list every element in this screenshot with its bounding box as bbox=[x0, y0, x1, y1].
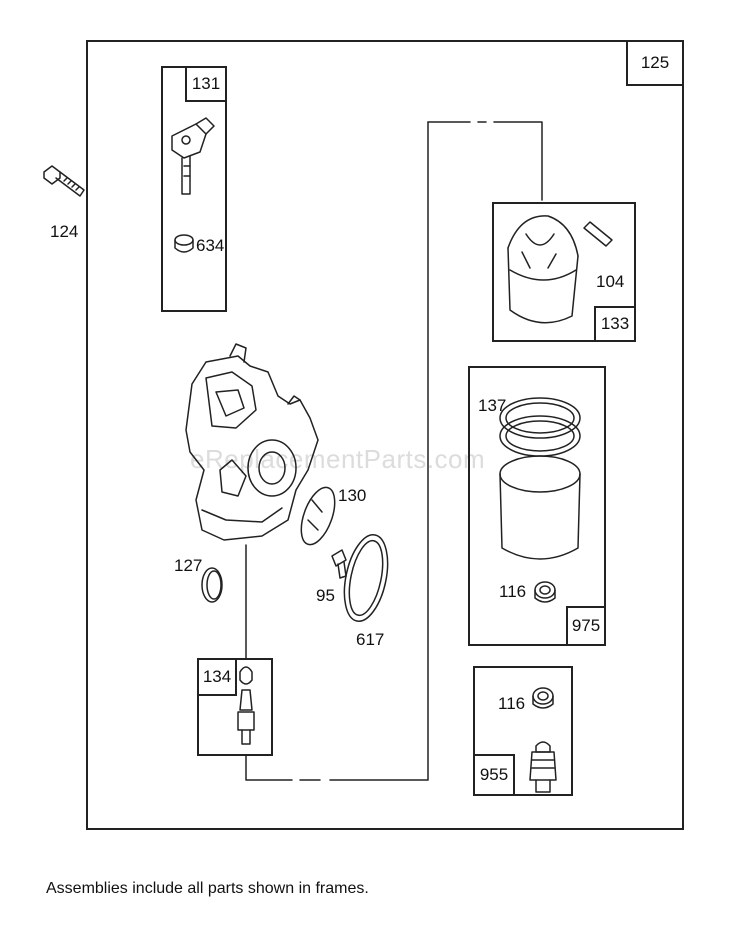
part-label-95: 95 bbox=[316, 586, 335, 605]
jet-955-drawing bbox=[529, 741, 557, 793]
frame-label-133: 133 bbox=[594, 306, 636, 342]
rings-137-drawing bbox=[499, 397, 581, 457]
part-label-104: 104 bbox=[596, 272, 625, 291]
plate-130-drawing bbox=[300, 486, 336, 546]
part-label-634: 634 bbox=[196, 236, 225, 255]
screw-95-drawing bbox=[331, 549, 347, 579]
washer-116-a-drawing bbox=[534, 581, 556, 603]
frame-label-975: 975 bbox=[566, 606, 606, 646]
gasket-617-drawing bbox=[343, 534, 389, 622]
footer-note: Assemblies include all parts shown in fr… bbox=[46, 880, 369, 897]
float-133-drawing bbox=[507, 215, 579, 324]
part-label-127: 127 bbox=[174, 556, 203, 575]
choke-shaft-131-drawing bbox=[171, 117, 215, 195]
frame-label-955: 955 bbox=[473, 754, 515, 796]
carburetor-body-drawing bbox=[185, 343, 319, 541]
frame-955 bbox=[473, 666, 573, 796]
part-label-124: 124 bbox=[50, 222, 79, 241]
seal-634-drawing bbox=[174, 234, 194, 253]
frame-label-134: 134 bbox=[197, 658, 237, 696]
outer-assembly-frame bbox=[86, 40, 684, 830]
frame-label-125: 125 bbox=[626, 40, 684, 86]
frame-label-131: 131 bbox=[185, 66, 227, 102]
ring-127-drawing bbox=[201, 567, 223, 603]
part-label-137: 137 bbox=[478, 396, 507, 415]
part-label-617: 617 bbox=[356, 630, 385, 649]
pin-104-drawing bbox=[583, 221, 613, 247]
needle-seat-134-drawing bbox=[237, 666, 255, 745]
cup-975-drawing bbox=[499, 455, 581, 560]
bolt-124-drawing bbox=[43, 165, 85, 197]
part-label-116-b: 116 bbox=[498, 694, 526, 713]
washer-116-b-drawing bbox=[532, 687, 554, 709]
frame-133 bbox=[492, 202, 636, 342]
part-label-116-a: 116 bbox=[499, 582, 527, 601]
frame-975 bbox=[468, 366, 606, 646]
part-label-130: 130 bbox=[338, 486, 367, 505]
